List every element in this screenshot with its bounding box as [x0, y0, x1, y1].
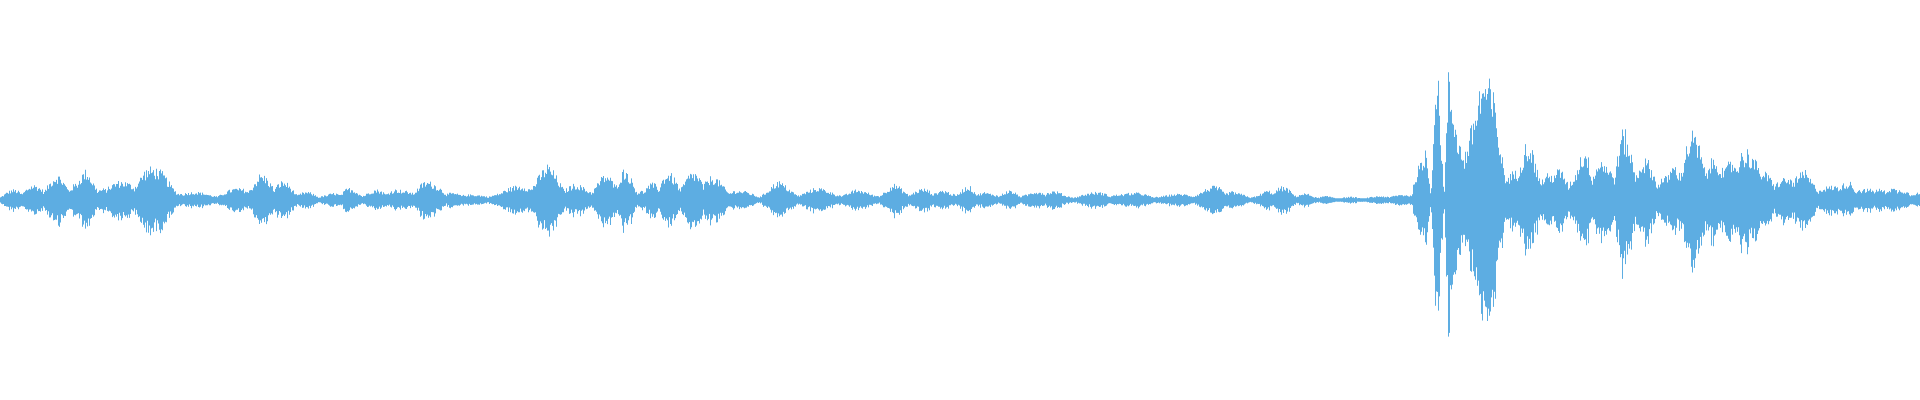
- waveform-trace: [0, 72, 1920, 337]
